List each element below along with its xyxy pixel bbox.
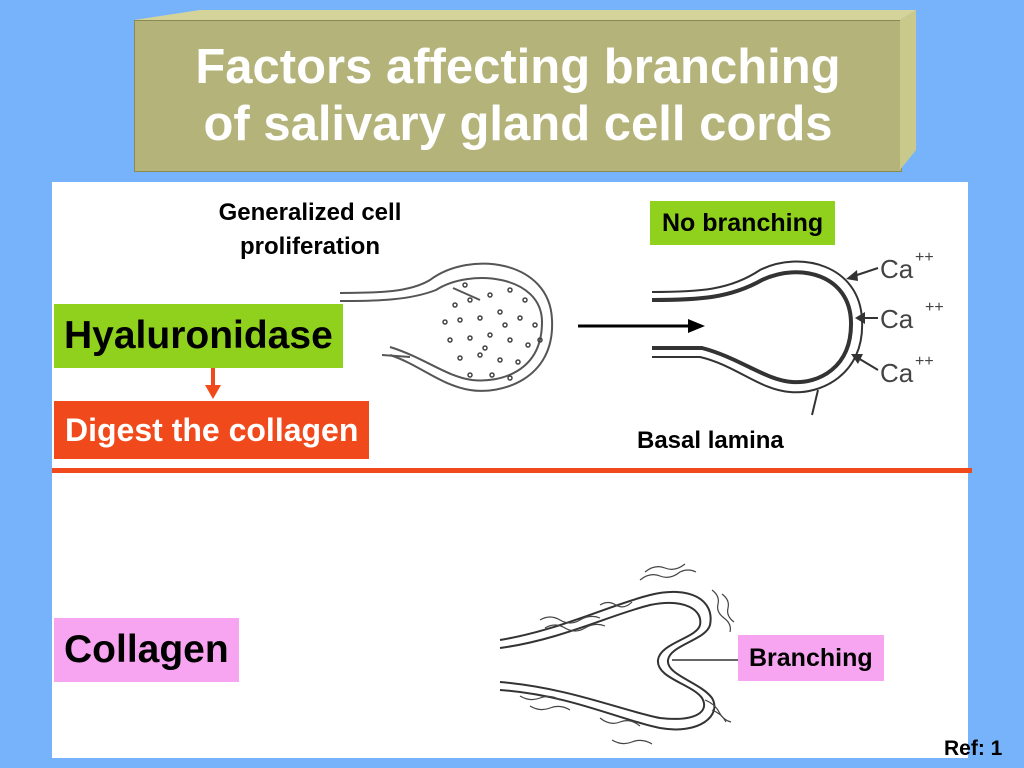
digest-collagen-label: Digest the collagen — [54, 401, 370, 459]
generalized-line-1: Generalized cell — [218, 199, 402, 226]
ca-label-2: Ca — [880, 304, 914, 334]
proliferating-bulb-drawing — [339, 262, 554, 392]
section-divider — [52, 468, 972, 473]
ca-charge-2: ++ — [925, 299, 944, 316]
basal-lamina-label: Basal lamina — [637, 427, 784, 454]
collagen-label: Collagen — [54, 618, 239, 682]
branching-label: Branching — [738, 635, 884, 681]
title-line-2: of salivary gland cell cords — [203, 97, 833, 151]
cell-dots — [442, 282, 543, 381]
transition-arrow — [578, 319, 705, 333]
ca-label-1: Ca — [880, 254, 914, 284]
title-box: Factors affecting branching of salivary … — [134, 20, 902, 172]
generalized-proliferation-label: Generalized cell proliferation — [180, 196, 440, 264]
no-branching-bulb-drawing — [651, 260, 864, 416]
no-branching-label: No branching — [650, 201, 836, 245]
branching-bulb-drawing — [499, 590, 738, 731]
reference-label: Ref: 1 — [944, 737, 1003, 760]
collagen-fibers — [519, 563, 735, 745]
calcium-labels: Ca ++ Ca ++ Ca ++ — [880, 249, 944, 388]
calcium-arrows — [846, 267, 879, 371]
generalized-line-2: proliferation — [239, 233, 380, 260]
title-line-1: Factors affecting branching — [195, 40, 841, 94]
hyaluronidase-down-arrow — [205, 368, 221, 399]
ca-charge-3: ++ — [915, 353, 934, 370]
ca-charge-1: ++ — [915, 249, 934, 266]
hyaluronidase-label: Hyaluronidase — [54, 304, 343, 368]
ca-label-3: Ca — [880, 358, 914, 388]
